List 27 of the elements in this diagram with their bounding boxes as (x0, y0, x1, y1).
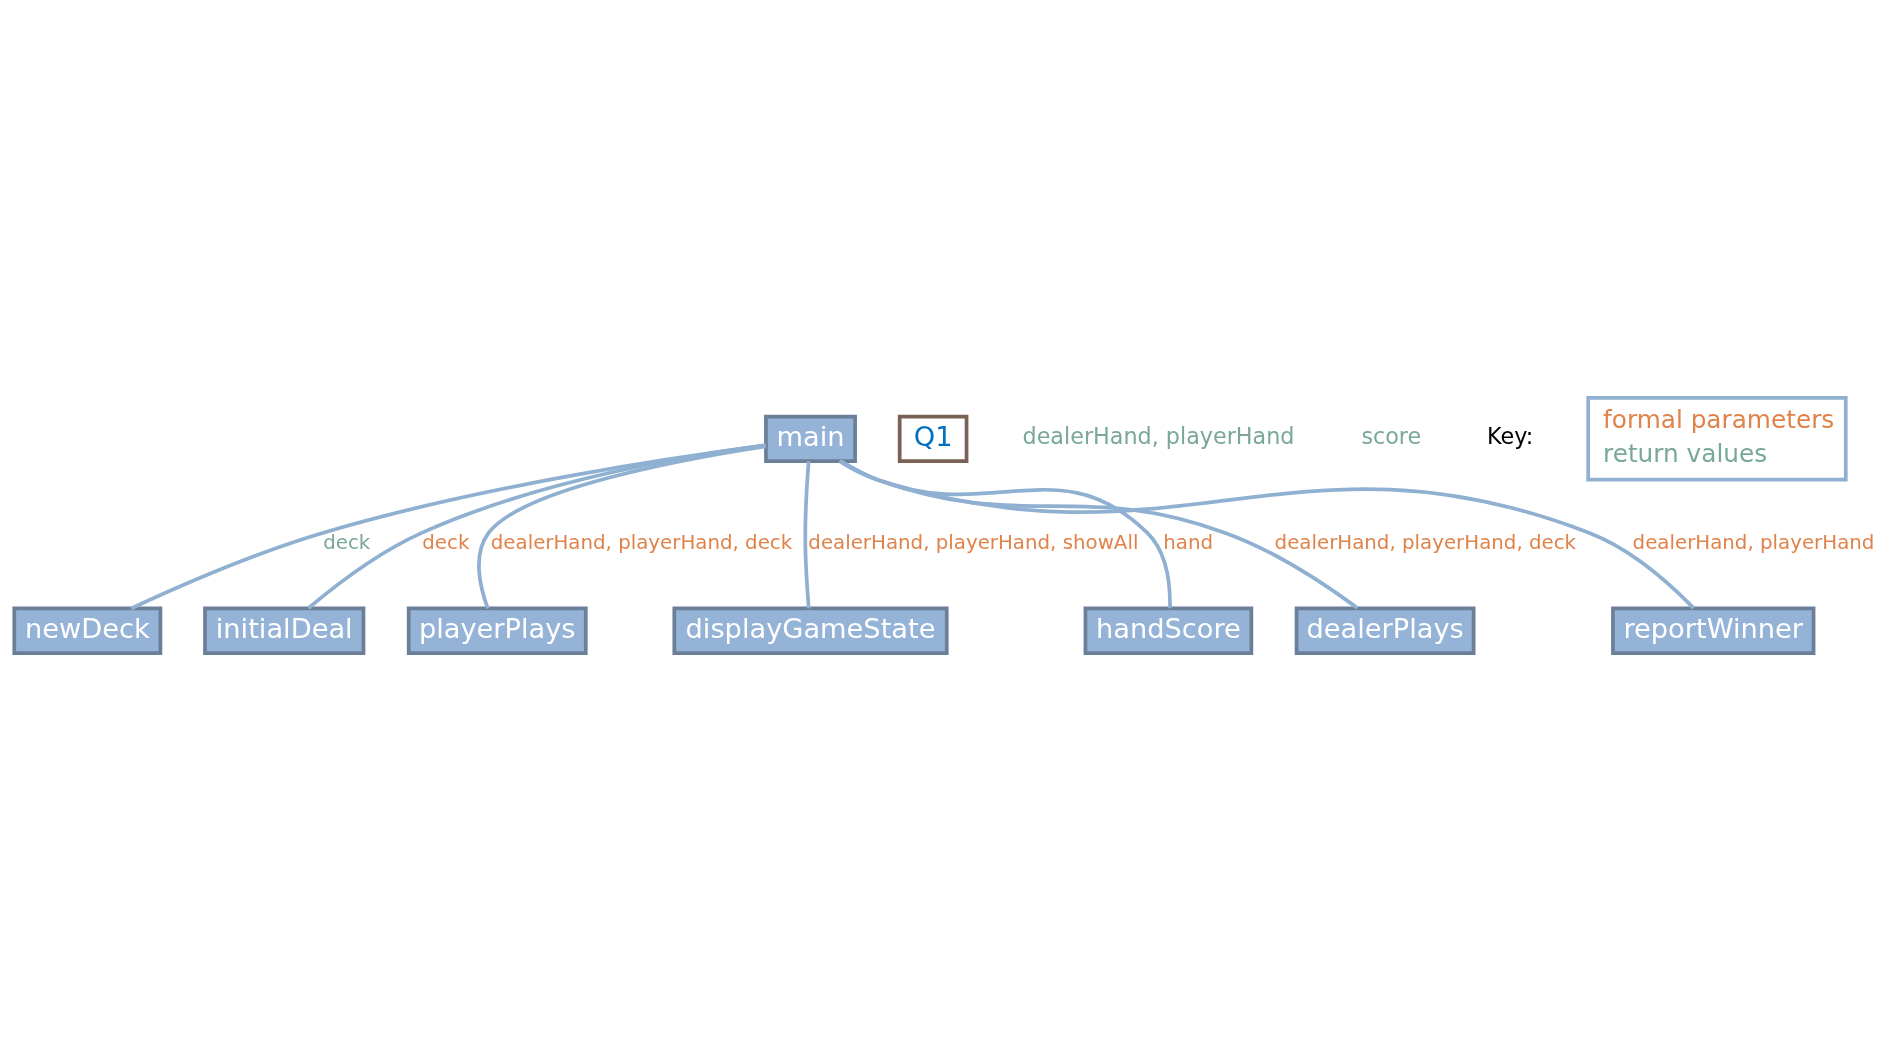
edge-label: deck (421, 530, 469, 554)
node-box: main (763, 414, 857, 463)
connector (129, 443, 766, 611)
label: dealerHand, playerHand (1022, 423, 1294, 450)
legend-label: return values (1602, 439, 1767, 469)
label: Key: (1486, 423, 1533, 450)
node-box: handScore (1083, 606, 1253, 655)
edge-label: dealerHand, playerHand, deck (490, 530, 792, 554)
connector (476, 444, 766, 610)
node-box: newDeck (11, 606, 162, 655)
node-box: Q1 (897, 414, 968, 463)
label: score (1360, 423, 1421, 450)
node-box: displayGameState (671, 606, 949, 655)
node-box: dealerPlays (1294, 606, 1475, 655)
connector (839, 459, 1358, 610)
node-box: reportWinner (1610, 606, 1815, 655)
legend-label: formal parameters (1602, 404, 1834, 434)
edge-label: dealerHand, playerHand (1632, 530, 1874, 554)
node-box: playerPlays (406, 606, 588, 655)
edge-label: dealerHand, playerHand, showAll (807, 530, 1138, 554)
edge-label: dealerHand, playerHand, deck (1274, 530, 1576, 554)
node-box: initialDeal (202, 606, 365, 655)
connector (802, 461, 811, 609)
connector (306, 443, 766, 610)
edge-label: deck (322, 530, 370, 554)
edge-label: hand (1162, 530, 1213, 554)
connector (837, 459, 1695, 610)
